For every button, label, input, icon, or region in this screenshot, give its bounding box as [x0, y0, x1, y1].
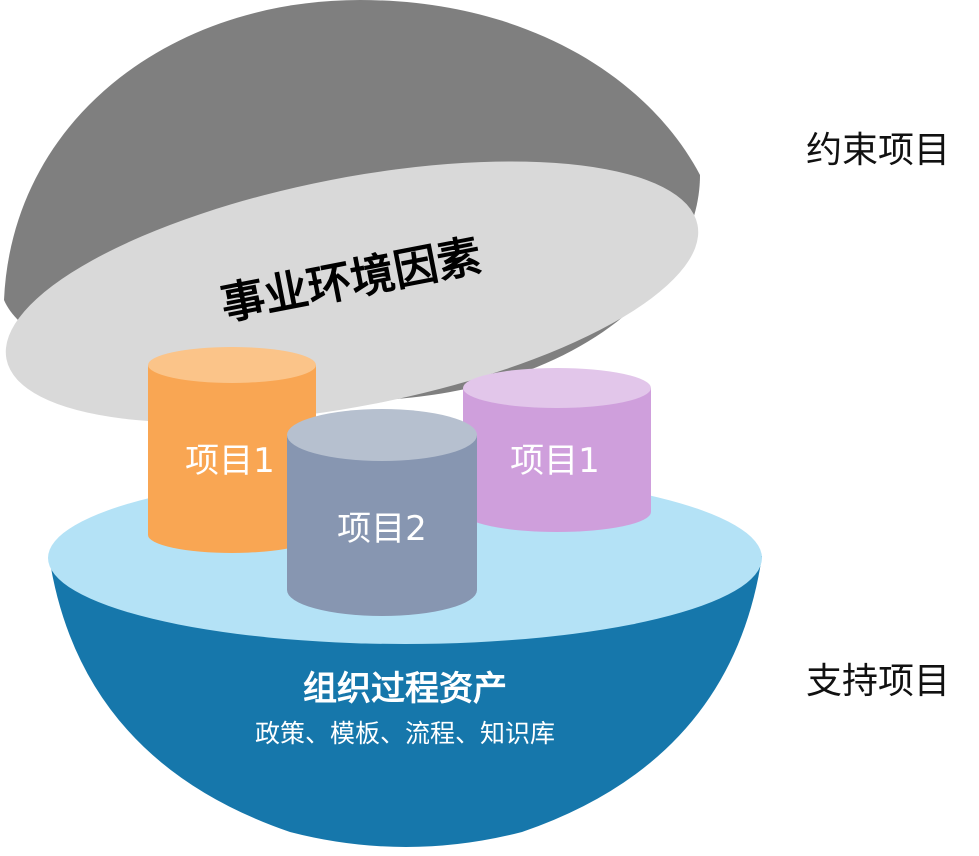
constraint-side-label: 约束项目 — [806, 130, 950, 171]
support-side-label: 支持项目 — [806, 661, 950, 702]
project-cylinder-purple-body — [463, 388, 651, 532]
bottom-bowl-title: 组织过程资产 — [303, 669, 507, 709]
project-cylinder-orange-body — [148, 365, 316, 553]
project-cylinder-blue-top — [287, 409, 477, 461]
project-label-2: 项目2 — [337, 509, 427, 549]
project-cylinder-purple: 项目1 — [463, 368, 651, 532]
project-label-3: 项目1 — [510, 441, 600, 481]
project-cylinder-orange-top — [148, 347, 316, 383]
bottom-bowl-subtitle: 政策、模板、流程、知识库 — [255, 719, 555, 748]
project-cylinder-purple-top — [463, 368, 651, 408]
project-cylinder-blue: 项目2 — [287, 409, 477, 616]
project-label-1: 项目1 — [185, 441, 275, 481]
project-cylinder-blue-body — [287, 435, 477, 616]
project-cylinder-orange: 项目1 — [148, 347, 316, 553]
top-dome: 事业环境因素 — [4, 0, 700, 423]
